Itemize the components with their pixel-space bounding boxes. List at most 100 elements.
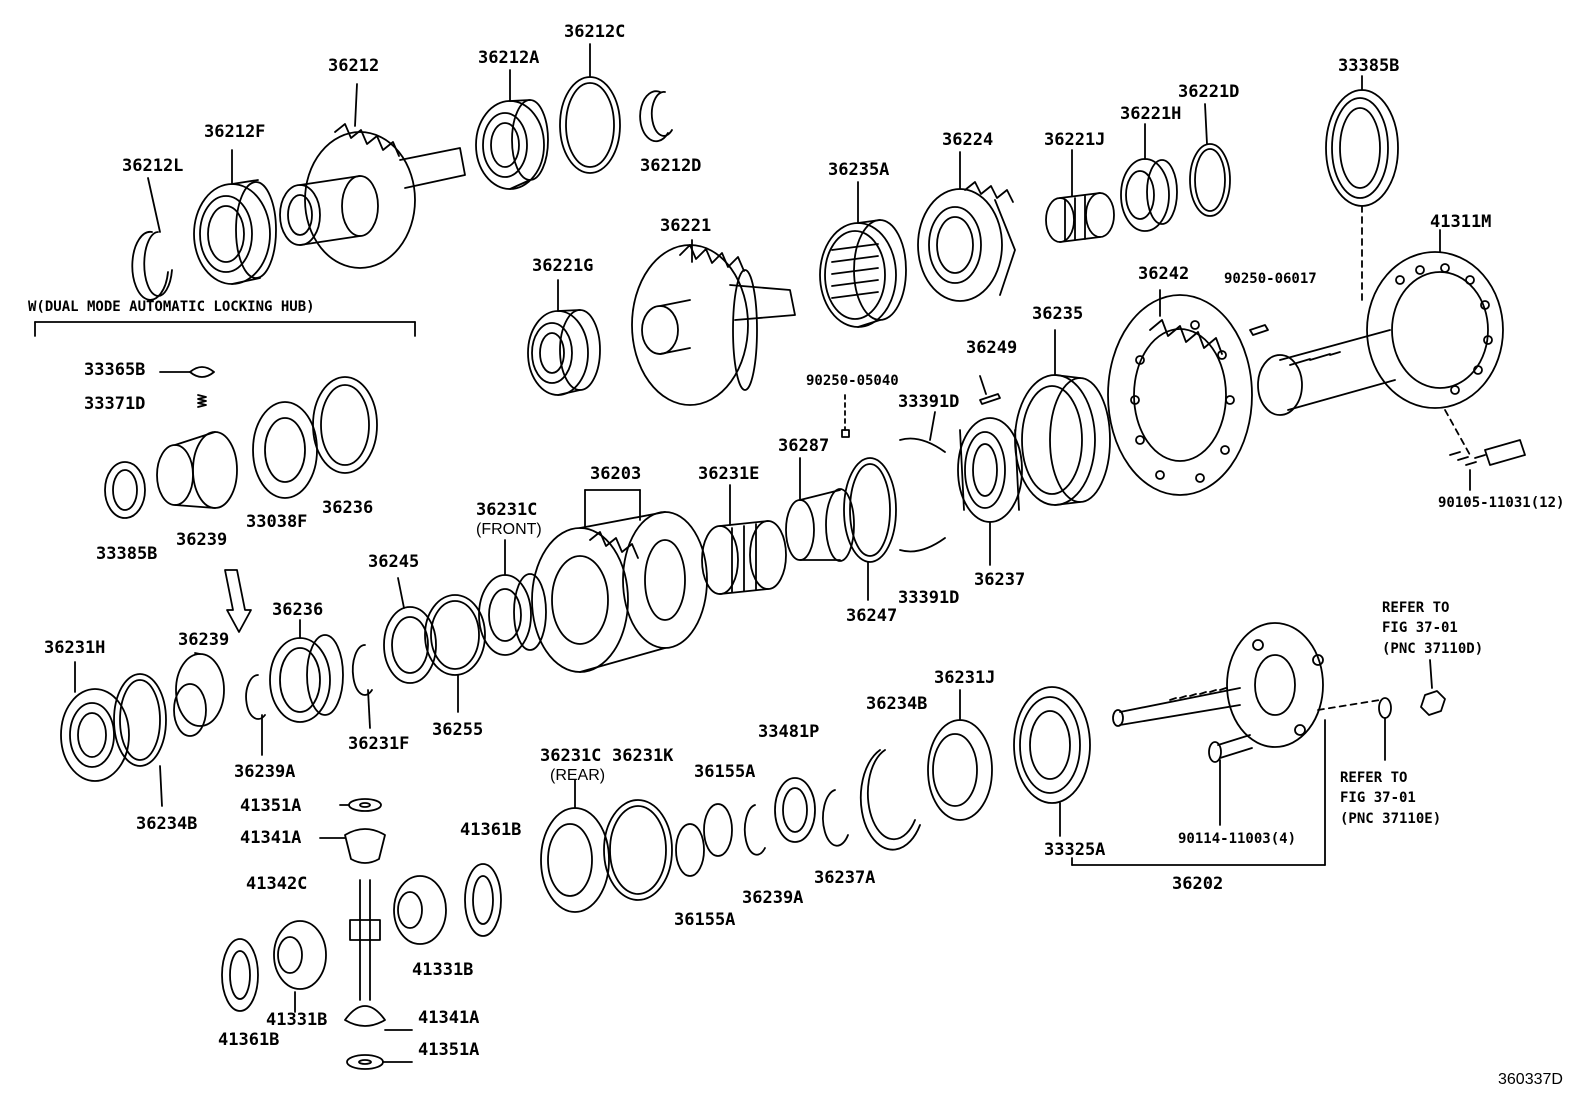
bearing-36221g <box>527 279 601 396</box>
sleeve-36236-left <box>312 376 378 474</box>
key-36249 <box>979 375 1001 405</box>
label-36239a-left: 36239A <box>234 762 296 782</box>
label-36231c-rear: 36231C <box>540 746 602 766</box>
label-36247: 36247 <box>846 606 898 626</box>
washer-refer-e <box>1378 697 1392 761</box>
label-33038f: 33038F <box>246 512 308 532</box>
needle-bearing-36235 <box>1014 329 1111 506</box>
pin-90250-06017 <box>1249 324 1269 336</box>
hub-sleeve-36237 <box>957 417 1023 566</box>
label-36212: 36212 <box>328 56 380 76</box>
pinion-41341a-bot <box>344 1005 413 1031</box>
label-36236: 36236 <box>272 600 324 620</box>
label-41351a-bot: 41351A <box>418 1040 480 1060</box>
synchro-ring-36247 <box>843 457 897 601</box>
label-41351a-top: 41351A <box>240 796 302 816</box>
snap-ring-36237a <box>822 789 849 847</box>
ring-36234b-mid <box>859 749 921 851</box>
seal-33325a <box>1013 686 1091 837</box>
note-refer-d: REFER TO FIG 37-01 (PNC 37110D) <box>1382 598 1483 659</box>
label-36212f: 36212F <box>204 122 266 142</box>
label-41361b-bot: 41361B <box>218 1030 280 1050</box>
note-rear: (REAR) <box>550 767 606 784</box>
side-gear-41331b-right <box>393 875 447 945</box>
refer-d-line3: (PNC 37110D) <box>1382 640 1484 657</box>
gear-36221 <box>631 239 796 406</box>
output-flange-36202 <box>1112 622 1381 748</box>
label-36212c: 36212C <box>564 22 626 42</box>
refer-d-line1: REFER TO <box>1382 600 1450 616</box>
gear-36203 <box>531 489 708 673</box>
gear-36212 <box>279 83 466 269</box>
washer-41361b-bot <box>221 938 259 1012</box>
bearing-36212a <box>475 69 549 190</box>
washer-41361b-top <box>464 863 502 937</box>
bearing-36231c-rear <box>540 779 610 913</box>
refer-d-line2: FIG 37-01 <box>1382 620 1458 637</box>
shaft-41342c <box>349 879 381 1001</box>
note-front: (FRONT) <box>476 521 542 538</box>
bearing-36231j <box>927 689 993 821</box>
label-33365b: 33365B <box>84 360 146 380</box>
side-gear-41331b-left <box>273 920 327 1013</box>
label-36239a-mid: 36239A <box>742 888 804 908</box>
label-36221: 36221 <box>660 216 712 236</box>
label-36234b-mid: 36234B <box>866 694 928 714</box>
label-36245: 36245 <box>368 552 420 572</box>
label-36287: 36287 <box>778 436 830 456</box>
spring-33391d <box>899 411 946 553</box>
ring-gear-36242 <box>1107 289 1253 496</box>
transfer-flange-41311m <box>1257 229 1504 456</box>
label-41361b-top: 41361B <box>460 820 522 840</box>
label-33481p: 33481P <box>758 722 820 742</box>
refer-e-line2: FIG 37-01 <box>1340 790 1416 807</box>
label-36231c-front: 36231C <box>476 500 538 520</box>
label-36212a: 36212A <box>478 48 540 68</box>
bolt-90114-11003 <box>1208 734 1253 826</box>
refer-e-line1: REFER TO <box>1340 770 1408 786</box>
snap-ring-36239a <box>245 674 266 756</box>
label-41342c: 41342C <box>246 874 308 894</box>
figure-id: 360337D <box>1498 1071 1563 1088</box>
bearing-36212f <box>193 149 277 285</box>
label-36237: 36237 <box>974 570 1026 590</box>
label-36224: 36224 <box>942 130 994 150</box>
needle-bearing-36231e <box>701 484 787 595</box>
bracket-dual-mode <box>34 321 416 337</box>
label-90250-06017: 90250-06017 <box>1224 271 1317 287</box>
label-36212l: 36212L <box>122 156 184 176</box>
seal-33385b-left <box>104 461 146 519</box>
label-33385b-left: 33385B <box>96 544 158 564</box>
label-36221d: 36221D <box>1178 82 1240 102</box>
label-36231k: 36231K <box>612 746 674 766</box>
gear-33038f <box>252 401 318 499</box>
label-36236-top: 36236 <box>322 498 374 518</box>
label-36239: 36239 <box>178 630 230 650</box>
sleeve-36236 <box>269 619 344 723</box>
label-36203: 36203 <box>590 464 642 484</box>
cap-33365b <box>159 366 215 378</box>
washer-41351a-top <box>339 798 382 812</box>
label-36234b-left: 36234B <box>136 814 198 834</box>
bearing-36231h <box>60 661 130 782</box>
pinion-41341a-top <box>319 828 386 864</box>
bearing-36221h <box>1120 123 1178 232</box>
ring-36234b <box>113 673 167 807</box>
label-36231h: 36231H <box>44 638 106 658</box>
label-90250-05040: 90250-05040 <box>806 373 899 389</box>
label-90114-11003: 90114-11003(4) <box>1178 831 1297 847</box>
label-36212d: 36212D <box>640 156 702 176</box>
label-36255: 36255 <box>432 720 484 740</box>
label-33391d-top: 33391D <box>898 392 960 412</box>
refer-e-line3: (PNC 37110E) <box>1340 810 1442 827</box>
label-36242: 36242 <box>1138 264 1190 284</box>
shaft-36287 <box>785 457 855 562</box>
ring-36212c <box>559 43 621 174</box>
label-36221h: 36221H <box>1120 104 1182 124</box>
label-33371d: 33371D <box>84 394 146 414</box>
needle-bearing-36235a <box>819 181 907 328</box>
nut-refer-d <box>1420 659 1446 716</box>
hub-36239-left <box>156 431 238 509</box>
ring-36155a <box>675 803 733 877</box>
